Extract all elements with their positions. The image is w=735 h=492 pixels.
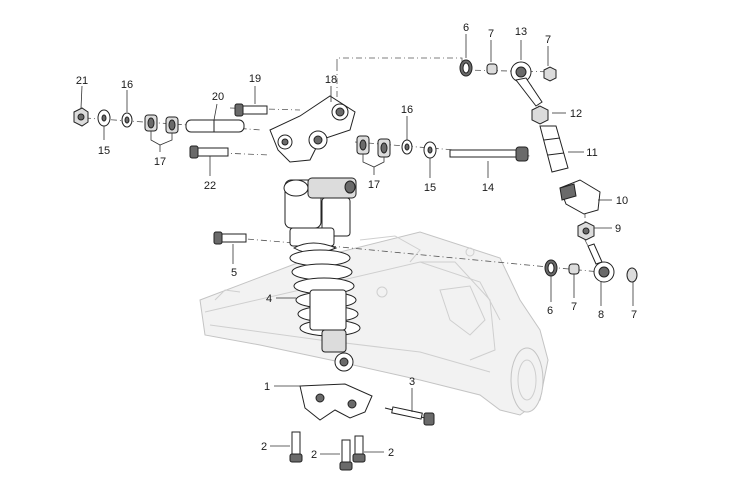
- callout-20: 20: [212, 91, 224, 103]
- callout-14: 14: [482, 182, 494, 194]
- callout-6-bottom: 6: [547, 305, 553, 317]
- spacer-7-bottom-a: [568, 263, 580, 275]
- leader-lines: [80, 34, 634, 455]
- spacer-20: [185, 119, 245, 133]
- spacer-7-top-b: [543, 66, 557, 82]
- spacer-7-bottom-b: [626, 267, 638, 283]
- callout-2-b: 2: [311, 449, 317, 461]
- callout-12: 12: [570, 108, 582, 120]
- bearings-17-right: [356, 135, 391, 158]
- bolt-14: [449, 146, 529, 162]
- callout-6-top: 6: [463, 22, 469, 34]
- washer-15-left: [97, 109, 111, 127]
- callout-2-c: 2: [388, 447, 394, 459]
- callout-7-top-b: 7: [545, 34, 551, 46]
- callout-10: 10: [616, 195, 628, 207]
- callout-2-a: 2: [261, 441, 267, 453]
- spacer-7-top-a: [486, 63, 498, 75]
- callout-7-top-a: 7: [488, 28, 494, 40]
- bolt-19: [234, 103, 268, 117]
- seal-6-bottom: [544, 259, 558, 277]
- callout-17-left: 17: [154, 156, 166, 168]
- callout-16-right: 16: [401, 104, 413, 116]
- callout-15-right: 15: [424, 182, 436, 194]
- seal-6-top: [459, 59, 473, 77]
- callout-13: 13: [515, 26, 527, 38]
- bolt-2-c: [352, 435, 366, 463]
- bearings-17-left: [144, 114, 179, 134]
- callout-8: 8: [598, 309, 604, 321]
- nut-21: [73, 107, 89, 127]
- bolt-5: [213, 231, 247, 245]
- callout-11: 11: [586, 147, 597, 159]
- bolt-22: [189, 145, 229, 159]
- callout-9: 9: [615, 223, 621, 235]
- callout-21: 21: [76, 75, 88, 87]
- callout-4: 4: [266, 293, 272, 305]
- callout-5: 5: [231, 267, 237, 279]
- callout-17-right: 17: [368, 179, 380, 191]
- callout-7-bottom-b: 7: [631, 309, 637, 321]
- rocker-link: [269, 95, 356, 163]
- swingarm-ghost: [199, 231, 549, 416]
- bolt-2-b: [339, 439, 353, 471]
- shock-absorber: [283, 177, 361, 372]
- washer-15-right: [423, 141, 437, 159]
- nut-9: [577, 221, 595, 241]
- bolt-3: [384, 406, 435, 426]
- seal-16-right: [401, 139, 413, 155]
- callout-18: 18: [325, 74, 337, 86]
- callout-1: 1: [264, 381, 270, 393]
- link-10: [559, 179, 601, 215]
- callout-22: 22: [204, 180, 216, 192]
- callout-15-left: 15: [98, 145, 110, 157]
- callout-7-bottom-a: 7: [571, 301, 577, 313]
- adjuster-11: [539, 125, 569, 173]
- lower-bracket: [299, 383, 373, 421]
- callout-19: 19: [249, 73, 261, 85]
- seal-16-left: [121, 112, 133, 128]
- bolt-2-a: [289, 431, 303, 463]
- rod-end-8: [587, 243, 615, 283]
- callout-16-left: 16: [121, 79, 133, 91]
- callout-3: 3: [409, 376, 415, 388]
- nut-12: [531, 105, 549, 125]
- callout-labels: 21 16 15 17 20 19 22 18 16 17 15 14 6 7 …: [76, 22, 637, 461]
- rod-end-13: [510, 61, 543, 107]
